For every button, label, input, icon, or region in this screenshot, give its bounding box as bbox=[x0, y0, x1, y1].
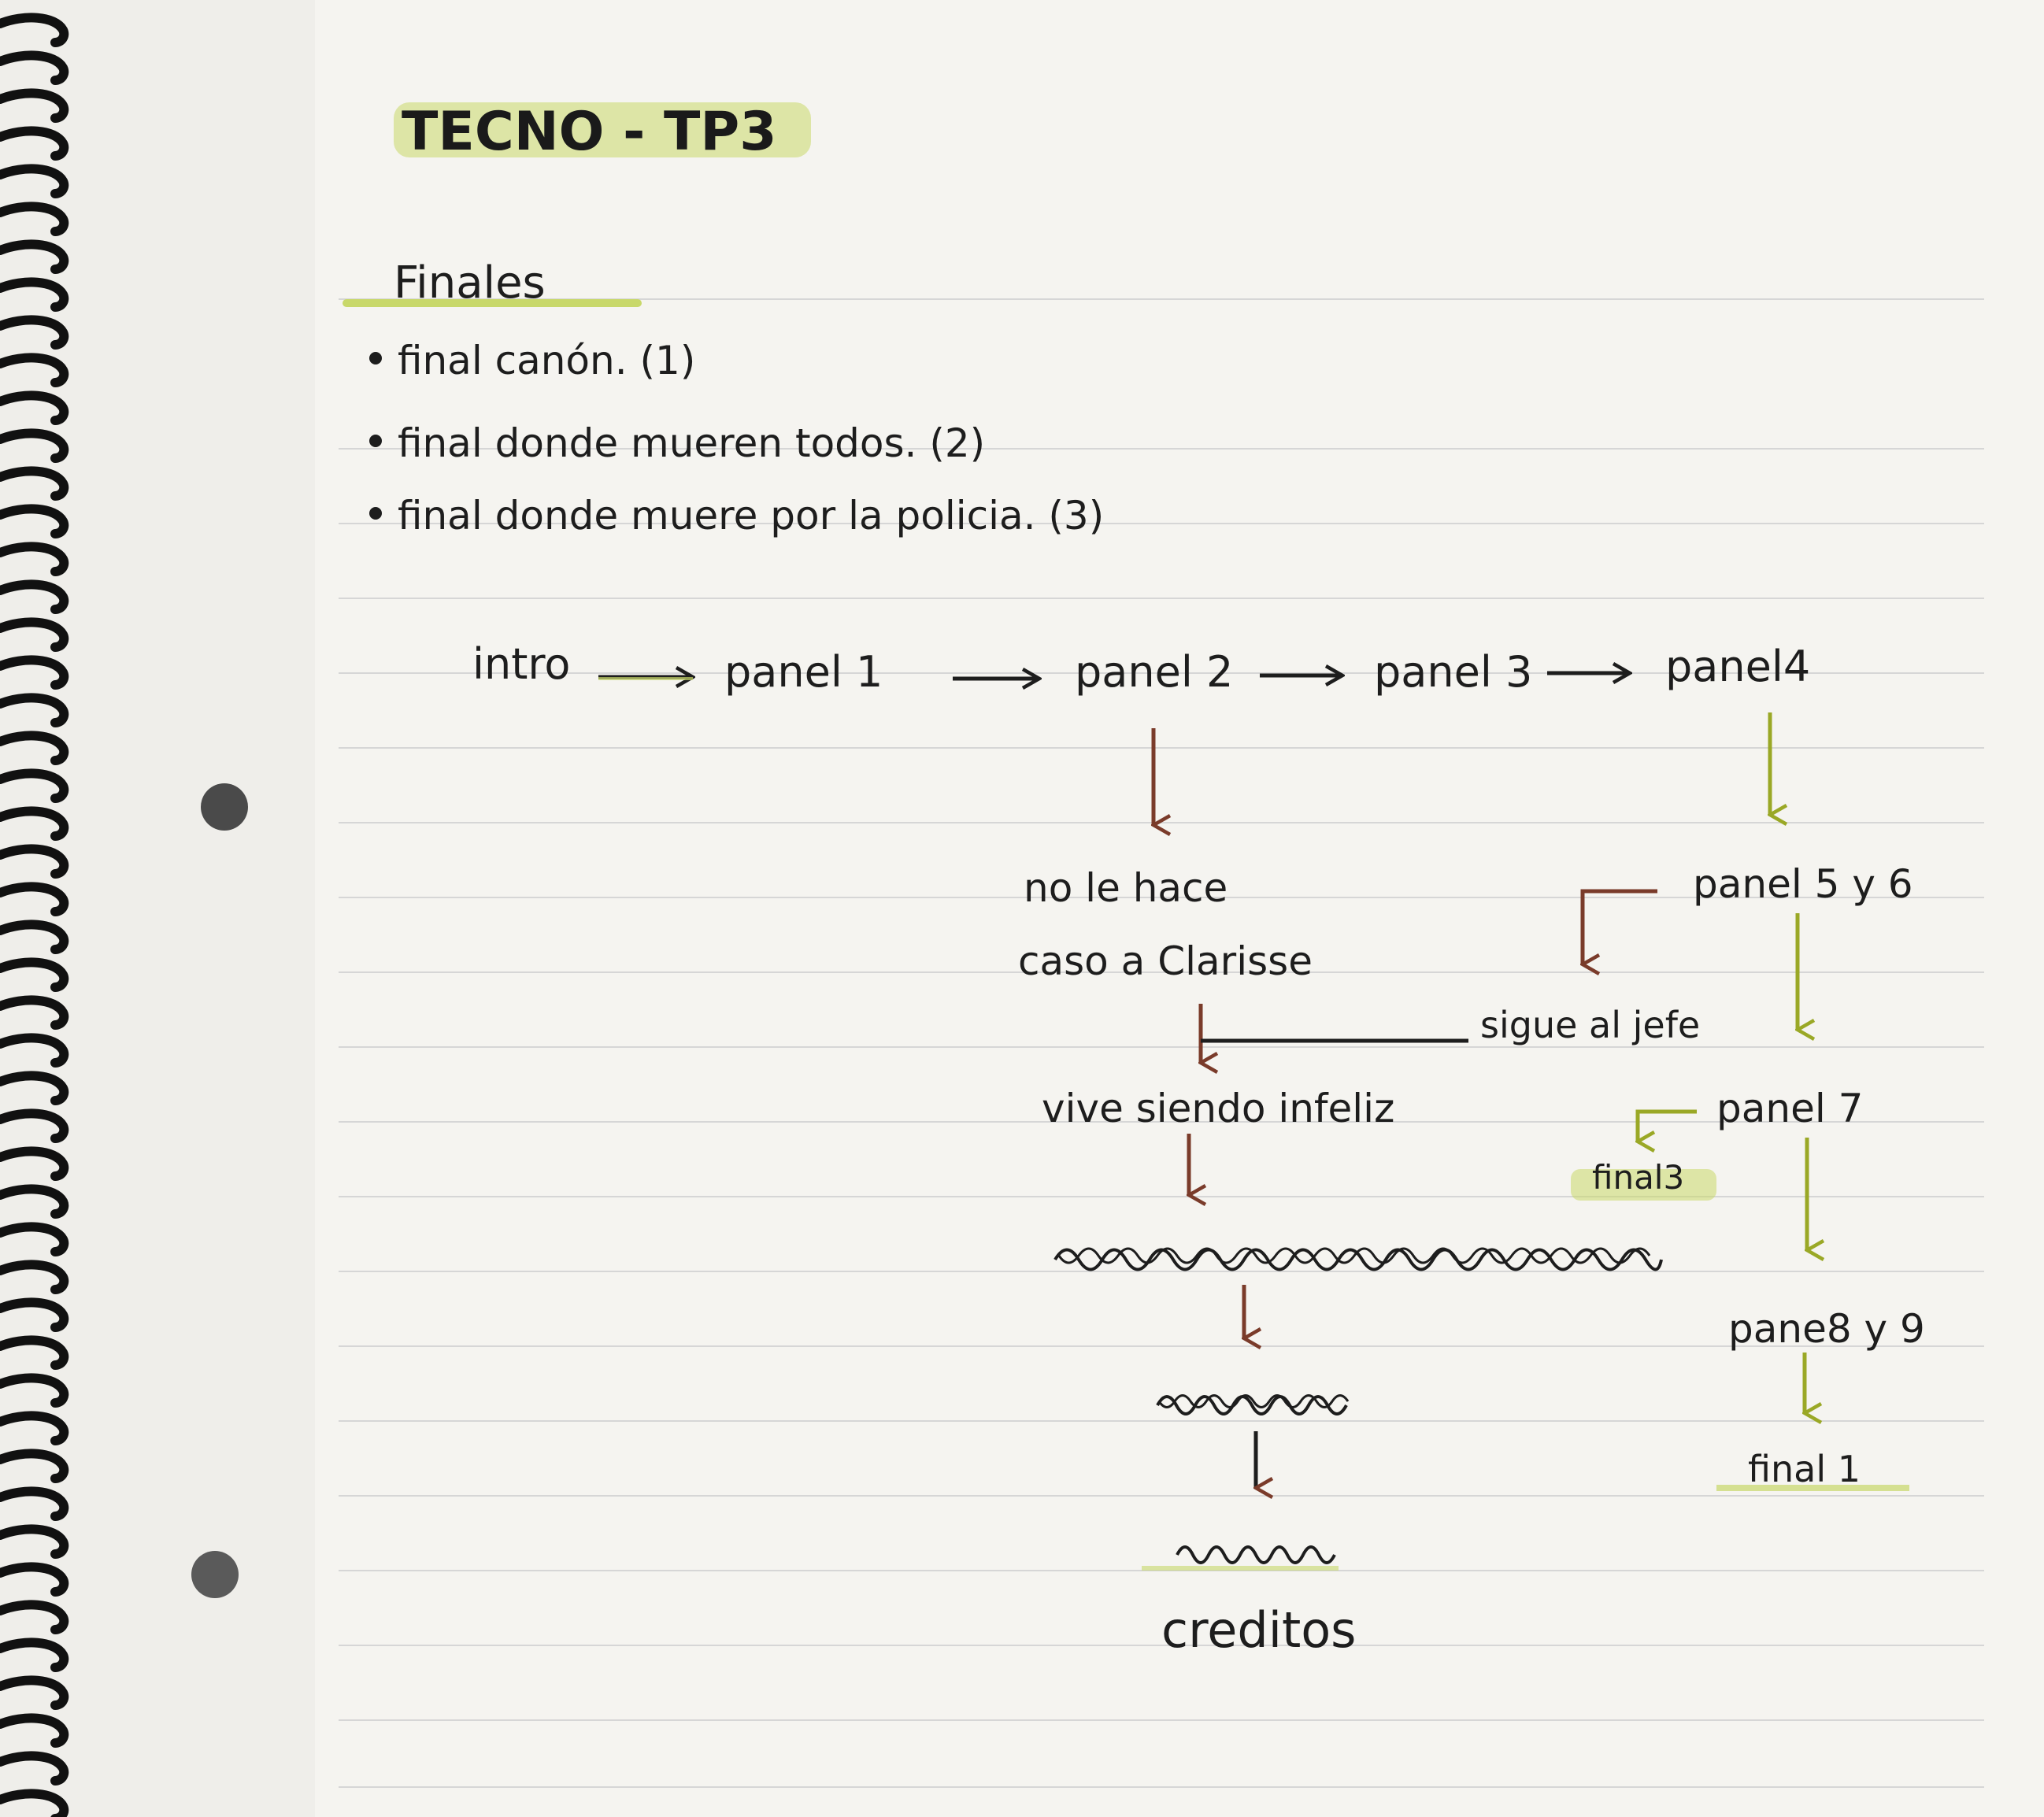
bent-arrow-icon bbox=[1638, 1109, 1697, 1142]
spiral-coil bbox=[0, 1486, 69, 1521]
spiral-coil bbox=[0, 542, 69, 576]
spiral-coil bbox=[0, 1562, 69, 1597]
node-final-3: final3 bbox=[1592, 1158, 1684, 1197]
title-highlight bbox=[394, 102, 811, 157]
spiral-coil bbox=[0, 957, 69, 992]
spiral-coil bbox=[0, 239, 69, 274]
scribble-3 bbox=[1176, 1545, 1336, 1564]
spiral-coil bbox=[0, 50, 69, 85]
page-title: TECNO - TP3 bbox=[402, 101, 777, 163]
node-panel-7: panel 7 bbox=[1716, 1086, 1863, 1131]
spiral-coil bbox=[0, 882, 69, 916]
bullet-icon bbox=[369, 507, 382, 520]
spiral-coil bbox=[0, 466, 69, 501]
spiral-coil bbox=[0, 353, 69, 387]
spiral-coil bbox=[0, 731, 69, 765]
node-panel-1: panel 1 bbox=[724, 647, 883, 697]
spiral-coil bbox=[0, 1071, 69, 1105]
spiral-coil bbox=[0, 13, 69, 47]
spiral-coil bbox=[0, 504, 69, 538]
punch-hole-top bbox=[201, 783, 248, 831]
spiral-coil bbox=[0, 1222, 69, 1256]
node-intro: intro bbox=[472, 639, 570, 689]
ending-item-2: final donde mueren todos. (2) bbox=[398, 420, 985, 466]
node-vive-infeliz: vive siendo infeliz bbox=[1042, 1086, 1394, 1131]
spiral-coil bbox=[0, 315, 69, 350]
scribble-2b bbox=[1157, 1394, 1350, 1408]
spiral-coil bbox=[0, 1751, 69, 1786]
scribble-1 bbox=[1053, 1248, 1663, 1271]
node-panel-4: panel4 bbox=[1665, 642, 1810, 691]
spiral-coil bbox=[0, 693, 69, 727]
node-panel-3: panel 3 bbox=[1374, 647, 1532, 697]
spiral-coil bbox=[0, 1335, 69, 1370]
bullet-icon bbox=[369, 352, 382, 365]
node-caso-clarisse: caso a Clarisse bbox=[1018, 938, 1313, 984]
ending-item-3: final donde muere por la policia. (3) bbox=[398, 493, 1104, 538]
spiral-binding bbox=[0, 13, 69, 1817]
spiral-coil bbox=[0, 1297, 69, 1332]
spiral-coil bbox=[0, 1675, 69, 1710]
bullet-icon bbox=[369, 435, 382, 447]
spiral-coil bbox=[0, 428, 69, 463]
node-panel-5-6: panel 5 y 6 bbox=[1693, 861, 1913, 907]
spiral-coil bbox=[0, 1108, 69, 1143]
node-sigue-al-jefe: sigue al jefe bbox=[1480, 1004, 1700, 1046]
paper-left-strip bbox=[0, 0, 315, 1817]
spiral-coil bbox=[0, 1638, 69, 1672]
spiral-coil bbox=[0, 1600, 69, 1634]
punch-hole-bottom bbox=[191, 1551, 239, 1598]
bent-arrow-icon bbox=[1583, 889, 1657, 964]
spiral-coil bbox=[0, 202, 69, 236]
spiral-coil bbox=[0, 995, 69, 1030]
spiral-coil bbox=[0, 1524, 69, 1559]
endings-heading: Finales bbox=[394, 257, 546, 309]
spiral-coil bbox=[0, 1260, 69, 1294]
node-final-1: final 1 bbox=[1748, 1448, 1861, 1490]
spiral-coil bbox=[0, 1033, 69, 1068]
spiral-coil bbox=[0, 277, 69, 312]
spiral-coil bbox=[0, 655, 69, 690]
spiral-coil bbox=[0, 579, 69, 614]
spiral-coil bbox=[0, 390, 69, 425]
spiral-coil bbox=[0, 1373, 69, 1408]
node-panel-8-9: pane8 y 9 bbox=[1728, 1306, 1925, 1352]
spiral-coil bbox=[0, 768, 69, 803]
spiral-coil bbox=[0, 1713, 69, 1748]
spiral-coil bbox=[0, 1146, 69, 1181]
spiral-coil bbox=[0, 1184, 69, 1219]
spiral-coil bbox=[0, 1411, 69, 1445]
spiral-coil bbox=[0, 617, 69, 652]
spiral-coil bbox=[0, 164, 69, 198]
final3-highlight bbox=[1571, 1169, 1716, 1201]
node-no-le-hace: no le hace bbox=[1024, 865, 1228, 911]
ruled-lines bbox=[339, 298, 1984, 1788]
spiral-coil bbox=[0, 806, 69, 841]
spiral-coil bbox=[0, 920, 69, 954]
node-panel-2: panel 2 bbox=[1075, 647, 1233, 697]
spiral-coil bbox=[0, 844, 69, 879]
ending-item-1: final canón. (1) bbox=[398, 338, 695, 383]
spiral-coil bbox=[0, 126, 69, 161]
spiral-coil bbox=[0, 1449, 69, 1483]
spiral-coil bbox=[0, 88, 69, 123]
node-creditos: creditos bbox=[1161, 1601, 1357, 1659]
scribble-1b bbox=[1057, 1247, 1651, 1264]
